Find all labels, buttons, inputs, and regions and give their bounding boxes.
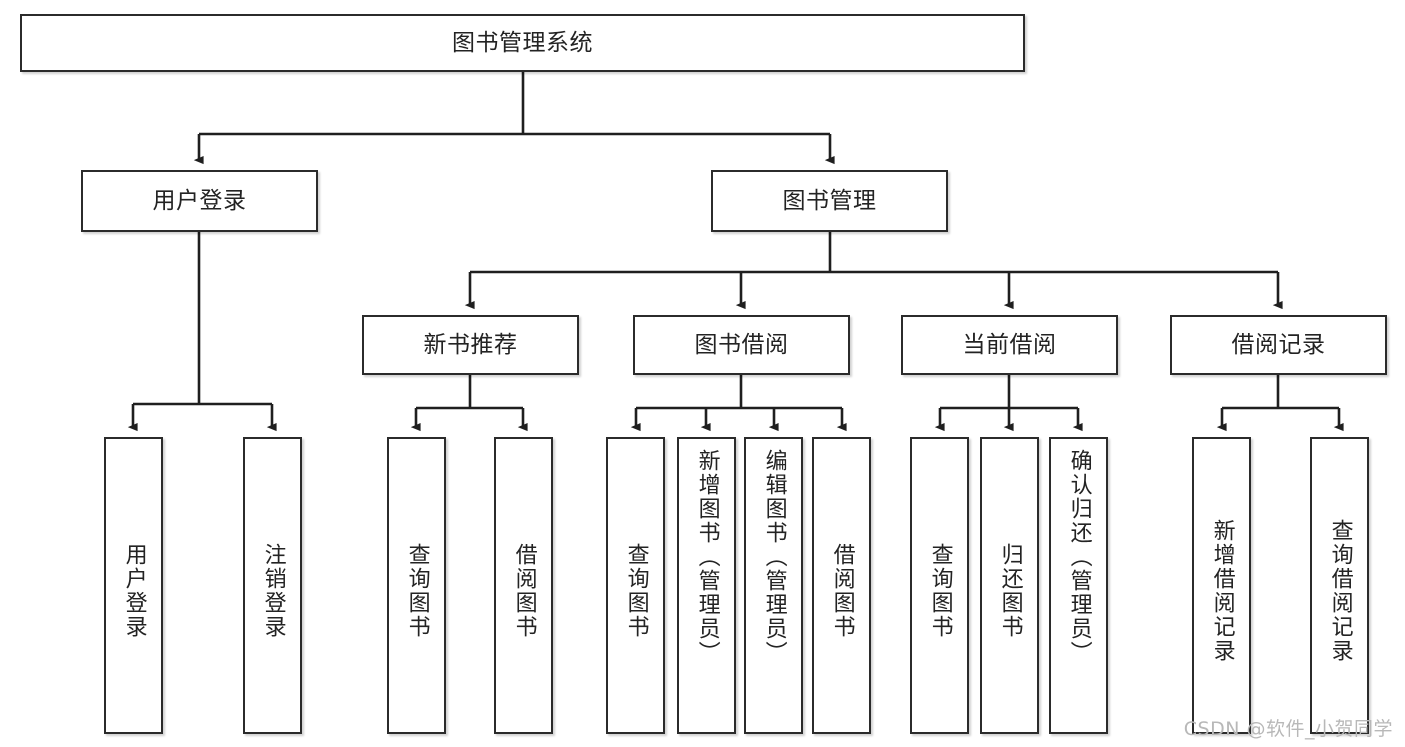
node-label: 新增借阅记录 [1209, 518, 1235, 663]
node-label: 新书推荐 [423, 331, 518, 358]
node-label: 查询图书 [404, 542, 430, 639]
node-book-management[interactable]: 图书管理 [711, 170, 948, 232]
node-label: 查询图书 [623, 542, 649, 639]
node-label: 用户登录 [121, 542, 147, 639]
node-user-login[interactable]: 用户登录 [81, 170, 318, 232]
node-label: 查询图书 [927, 542, 953, 639]
csdn-watermark: CSDN @软件_小贺同学 [1183, 718, 1393, 740]
leaf-borrow-add-book-admin[interactable]: 新增图书（管理员） [677, 437, 736, 734]
node-label: 借阅记录 [1231, 331, 1326, 358]
node-borrow-records[interactable]: 借阅记录 [1170, 315, 1387, 375]
leaf-records-add-record[interactable]: 新增借阅记录 [1192, 437, 1251, 734]
node-label: 图书管理系统 [452, 29, 593, 56]
leaf-borrow-query-book[interactable]: 查询图书 [606, 437, 665, 734]
node-label: 当前借阅 [962, 331, 1057, 358]
leaf-current-confirm-return-admin[interactable]: 确认归还（管理员） [1049, 437, 1108, 734]
node-label: 借阅图书 [829, 542, 855, 639]
node-label: 查询借阅记录 [1327, 518, 1353, 663]
leaf-current-query-book[interactable]: 查询图书 [910, 437, 969, 734]
leaf-borrow-borrow-book[interactable]: 借阅图书 [812, 437, 871, 734]
node-label: 编辑图书（管理员） [761, 449, 787, 665]
leaf-records-query-record[interactable]: 查询借阅记录 [1310, 437, 1369, 734]
leaf-recommend-query-book[interactable]: 查询图书 [387, 437, 446, 734]
leaf-user-login-login[interactable]: 用户登录 [104, 437, 163, 734]
node-label: 用户登录 [152, 187, 247, 214]
node-label: 新增图书（管理员） [694, 449, 720, 665]
node-current-borrow[interactable]: 当前借阅 [901, 315, 1118, 375]
leaf-borrow-edit-book-admin[interactable]: 编辑图书（管理员） [744, 437, 803, 734]
node-label: 归还图书 [997, 542, 1023, 639]
node-new-book-recommend[interactable]: 新书推荐 [362, 315, 579, 375]
node-label: 注销登录 [260, 542, 286, 639]
node-book-borrow[interactable]: 图书借阅 [633, 315, 850, 375]
leaf-user-login-logout[interactable]: 注销登录 [243, 437, 302, 734]
node-label: 图书借阅 [694, 331, 789, 358]
node-label: 确认归还（管理员） [1066, 449, 1092, 665]
node-root-system[interactable]: 图书管理系统 [20, 14, 1025, 72]
leaf-current-return-book[interactable]: 归还图书 [980, 437, 1039, 734]
node-label: 借阅图书 [511, 542, 537, 639]
node-label: 图书管理 [782, 187, 877, 214]
leaf-recommend-borrow-book[interactable]: 借阅图书 [494, 437, 553, 734]
